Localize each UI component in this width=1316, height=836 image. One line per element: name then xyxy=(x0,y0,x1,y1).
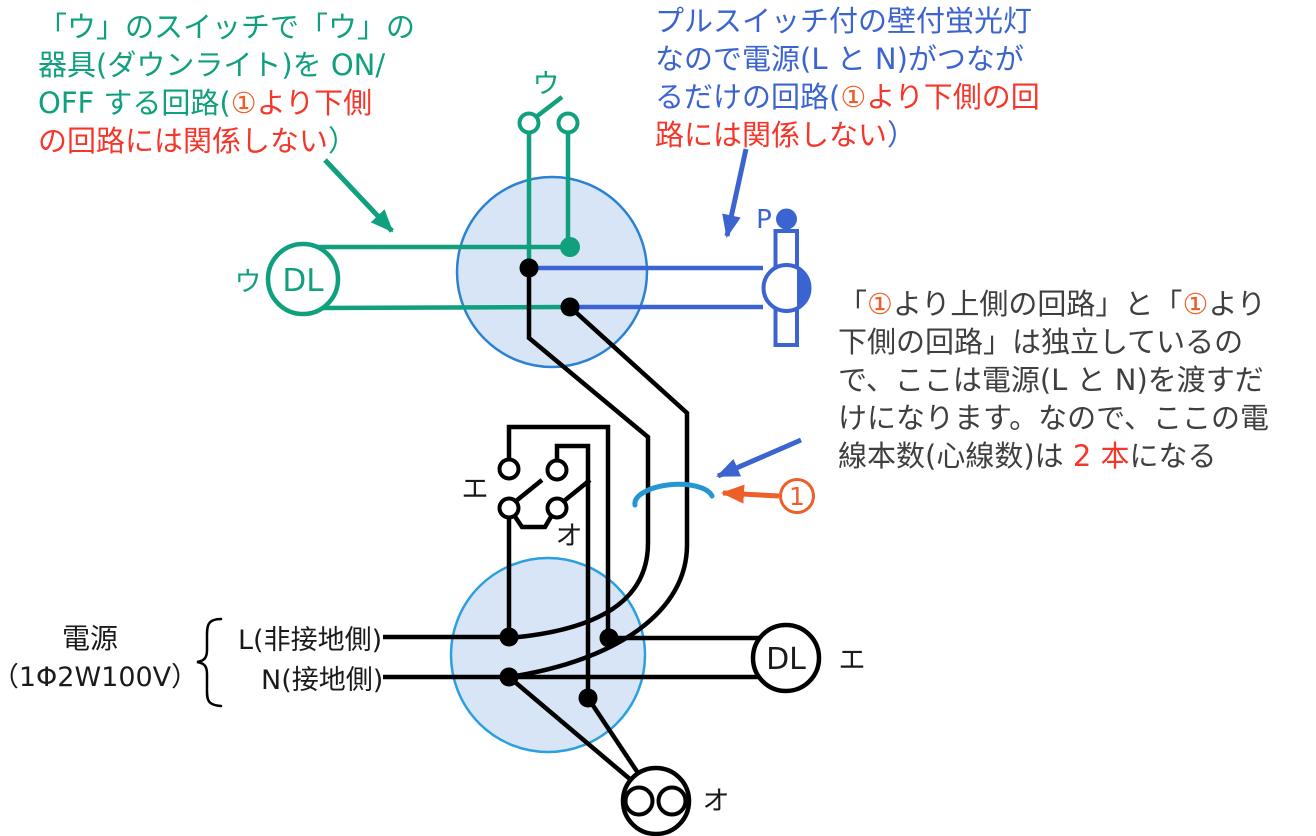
circled-one-mark: ① xyxy=(840,80,866,114)
annotation-line: プルスイッチ付の壁付蛍光灯 xyxy=(655,4,1032,38)
orange-arrow xyxy=(721,484,780,504)
downlight-e-symbol-label: DL xyxy=(766,642,806,677)
source-title: 電源 xyxy=(62,622,118,655)
text-segment: ） xyxy=(887,118,916,152)
source-l-label: L(非接地側) xyxy=(238,625,382,656)
text-segment: 「 xyxy=(838,287,867,321)
blue-circuit-wires xyxy=(529,265,763,310)
annotation-line: 「①より上側の回路」と「①より xyxy=(838,287,1266,321)
circled-one-mark: ① xyxy=(1182,287,1208,321)
downlight-u-symbol xyxy=(265,241,341,317)
source-n-label: N(接地側) xyxy=(261,665,383,696)
blue-arrow-middle xyxy=(716,437,802,479)
feed-through-wires xyxy=(508,268,690,680)
wire-to-ceiling-o-switched xyxy=(586,696,640,775)
text-segment: より xyxy=(1208,287,1265,321)
junction-dot-bottom-l xyxy=(499,627,519,647)
fluorescent-wall-mark xyxy=(797,267,810,309)
circled-one-mark: ① xyxy=(231,86,257,120)
annotation-fluorescent-circuit: プルスイッチ付の壁付蛍光灯 なので電源(L と N)がつなが るだけの回路(①よ… xyxy=(655,4,1040,152)
text-segment: るだけの回路( xyxy=(655,80,840,114)
green-circuit-wires xyxy=(317,95,571,311)
ceiling-o-label: オ xyxy=(703,786,730,817)
switch-o-contact-top xyxy=(545,458,569,482)
top-junction-box xyxy=(455,175,649,369)
junction-dot-top-n xyxy=(560,297,580,317)
text-segment: OFF する回路( xyxy=(38,86,231,120)
pull-switch-dot xyxy=(776,208,797,230)
downlight-e-symbol xyxy=(750,622,822,694)
downlight-u-prefix-label: ウ xyxy=(235,267,262,298)
text-segment: ） xyxy=(328,124,357,158)
ceiling-o-inner-left xyxy=(623,785,655,817)
text-segment: より下側の回 xyxy=(866,80,1039,114)
source-brace xyxy=(196,617,223,708)
wire-l-feed xyxy=(508,268,651,641)
annotation-line: 路には関係しない） xyxy=(655,118,916,152)
wire-to-ceiling-o-n xyxy=(507,675,633,782)
wire-switch-e-out xyxy=(506,424,611,637)
annotation-downlight-circuit: 「ウ」のスイッチで「ウ」の 器具(ダウンライト)を ON/ OFF する回路(①… xyxy=(38,10,415,158)
downlight-e-suffix-label: エ xyxy=(839,645,866,676)
ceiling-o-inner-right xyxy=(656,785,688,817)
wire-switch-o-out xyxy=(554,443,591,698)
annotation-line: で、ここは電源(L と N)を渡すだ xyxy=(838,363,1264,397)
switch-e-label: エ xyxy=(462,474,489,505)
junction-dot-o-out xyxy=(578,688,598,708)
wire-count-marker-arc xyxy=(632,481,715,508)
annotation-line: の回路には関係しない） xyxy=(38,124,357,158)
annotation-line: OFF する回路(①より下側 xyxy=(38,86,372,120)
text-segment: 2 本 xyxy=(1073,439,1130,473)
marker-1-number: 1 xyxy=(789,482,805,511)
switch-u-lever xyxy=(534,95,564,119)
source-wires xyxy=(383,634,760,782)
annotation-line: るだけの回路(①より下側の回 xyxy=(655,80,1040,114)
blue-arrow-top xyxy=(722,148,749,238)
text-segment: 線本数(心線数)は xyxy=(838,439,1073,473)
switch-e-o-wires xyxy=(506,424,611,698)
wire-dl-u-bottom xyxy=(317,304,571,311)
annotation-crossing-note: 「①より上側の回路」と「①より 下側の回路」は独立しているの で、ここは電源(L… xyxy=(838,287,1269,473)
text-segment: より上側の回路」と「 xyxy=(893,287,1182,321)
switch-e-contact-bottom xyxy=(497,496,521,520)
switch-o-label: オ xyxy=(556,521,583,552)
text-segment: 路には関係しない xyxy=(655,118,887,152)
text-segment: の回路には関係しない xyxy=(38,124,328,158)
pull-switch-label: P xyxy=(756,205,772,235)
wire-n-feed xyxy=(508,305,690,680)
annotation-line: 「ウ」のスイッチで「ウ」の xyxy=(38,10,415,44)
circled-one-mark: ① xyxy=(867,287,893,321)
annotation-line: 下側の回路」は独立しているの xyxy=(838,325,1243,359)
junction-dot-e-out xyxy=(599,628,619,648)
green-junction-dot xyxy=(560,237,580,257)
annotation-line: なので電源(L と N)がつなが xyxy=(655,42,1024,76)
switch-u-contact-right xyxy=(556,111,580,135)
junction-dot-bottom-n xyxy=(499,667,519,687)
junction-dot-top-l xyxy=(519,258,539,278)
wire-common-jumper xyxy=(512,513,554,530)
switch-o-contact-bottom xyxy=(545,496,569,520)
annotation-line: けになります。なので、ここの電 xyxy=(838,401,1269,435)
downlight-u-symbol-label: DL xyxy=(282,263,324,299)
ceiling-o-symbol xyxy=(620,765,692,836)
bottom-junction-box xyxy=(449,556,647,754)
switch-e-lever xyxy=(514,478,544,503)
green-arrow xyxy=(323,158,394,233)
annotation-line: 器具(ダウンライト)を ON/ xyxy=(38,48,385,82)
switch-u-label: ウ xyxy=(533,69,560,100)
text-segment: になる xyxy=(1130,439,1217,473)
switch-u-contact-left xyxy=(517,111,541,135)
marker-1-circle xyxy=(779,478,815,514)
switch-e-contact-top xyxy=(497,457,521,481)
annotation-line: 線本数(心線数)は 2 本になる xyxy=(838,439,1217,473)
text-segment: より下側 xyxy=(257,86,372,120)
source-spec: （1Φ2W100V） xyxy=(0,662,198,693)
switch-o-lever xyxy=(562,478,592,503)
